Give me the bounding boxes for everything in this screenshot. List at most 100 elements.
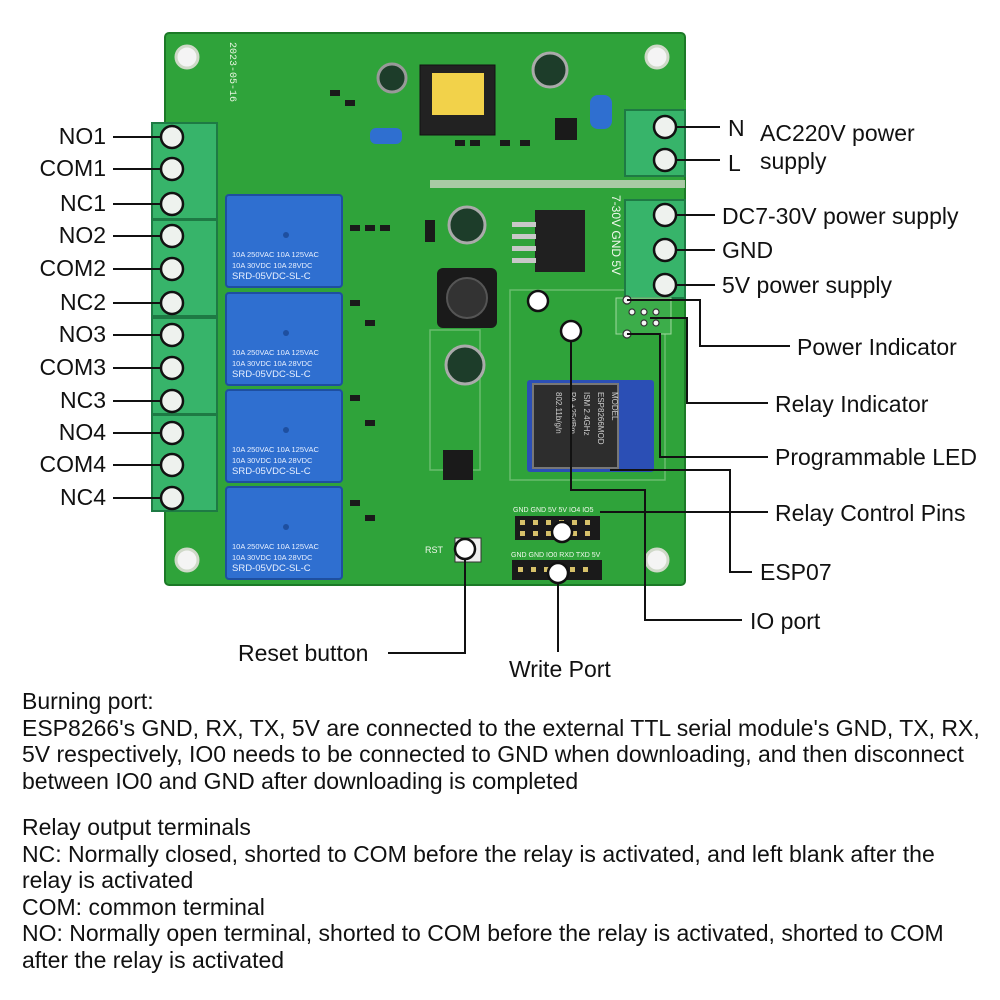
module-text-line: ISM 2.4GHz <box>582 392 591 436</box>
marker-write <box>546 561 570 585</box>
label-dc: DC7-30V power supply <box>722 203 959 229</box>
relay-body <box>225 486 343 580</box>
label-programmable-led: Programmable LED <box>775 444 977 470</box>
label-power-indicator: Power Indicator <box>797 334 957 360</box>
relay-mark <box>283 330 289 336</box>
label-reset-button: Reset button <box>238 640 369 666</box>
burning-port-body: ESP8266's GND, RX, TX, 5V are connected … <box>22 714 980 794</box>
relay-mark <box>283 427 289 433</box>
notes-section: Burning port: ESP8266's GND, RX, TX, 5V … <box>22 688 982 973</box>
label-relay-indicator: Relay Indicator <box>775 391 929 417</box>
relay-1: 10A 250VAC 10A 125VAC 10A 30VDC 10A 28VDC… <box>225 194 343 288</box>
marker-header <box>550 520 574 544</box>
label-nc3: NC3 <box>59 387 106 413</box>
label-com1: COM1 <box>39 155 106 181</box>
no-description: NO: Normally open terminal, shorted to C… <box>22 920 944 973</box>
relay-text: 10A 250VAC 10A 125VAC <box>232 348 319 357</box>
header-bottom-silk: GND GND IO0 RXD TXD 5V <box>511 552 601 559</box>
relay-text: 10A 250VAC 10A 125VAC <box>232 250 319 259</box>
isolation-slot <box>430 180 685 188</box>
inductor-core <box>446 277 488 319</box>
leader-power-indicator <box>627 299 790 347</box>
relay-mark <box>283 232 289 238</box>
screw-no1 <box>159 124 185 150</box>
relay-3: 10A 250VAC 10A 125VAC 10A 30VDC 10A 28VDC… <box>225 389 343 483</box>
header-top-silk: GND GND 5V 5V IO4 IO5 <box>513 507 594 514</box>
leader-esp07 <box>610 469 752 573</box>
screw-com4 <box>159 452 185 478</box>
header-pins <box>518 520 590 572</box>
esp-module-shield <box>532 383 619 469</box>
com-description: COM: common terminal <box>22 893 265 920</box>
burning-port-title: Burning port: <box>22 688 154 714</box>
rst-silk: RST <box>425 545 444 555</box>
capacitor-top-right <box>531 51 569 89</box>
label-nc4: NC4 <box>59 484 106 510</box>
regulator-pins <box>512 222 536 263</box>
vin-silk: 7-30V GND 5V <box>609 195 623 275</box>
marker-reset <box>453 537 477 561</box>
relay-text: 10A 30VDC 10A 28VDC <box>232 456 313 465</box>
marker-io-port <box>559 319 583 343</box>
label-no3: NO3 <box>58 321 106 347</box>
label-no2: NO2 <box>58 222 106 248</box>
label-ac-line1: AC220V power <box>760 120 915 146</box>
capacitor-low <box>444 344 486 386</box>
screw-no2 <box>159 223 185 249</box>
mounting-hole-tr <box>644 44 670 70</box>
marker-relay-pins <box>526 289 550 313</box>
leader-io-port <box>570 341 742 621</box>
screw-com3 <box>159 355 185 381</box>
left-leader-lines <box>113 136 161 499</box>
relay-terminals-title: Relay output terminals <box>22 814 251 840</box>
smd-parts <box>330 90 577 521</box>
label-com4: COM4 <box>39 451 106 477</box>
left-terminal-screws <box>159 124 185 511</box>
right-leader-lines <box>388 126 790 654</box>
relay-text: SRD-05VDC-SL-C <box>232 563 311 574</box>
screw-no3 <box>159 322 185 348</box>
label-5v: 5V power supply <box>722 272 893 298</box>
label-com3: COM3 <box>39 354 106 380</box>
label-write-port: Write Port <box>509 656 611 682</box>
label-io-port: IO port <box>750 608 821 634</box>
label-n: N <box>728 115 745 141</box>
screw-n <box>652 114 678 140</box>
leader-relay-indicator <box>650 317 768 404</box>
blue-capacitor-1 <box>370 128 402 144</box>
screw-no4 <box>159 420 185 446</box>
relay-body <box>225 292 343 386</box>
mounting-holes <box>174 44 670 573</box>
label-relay-control-pins: Relay Control Pins <box>775 500 966 526</box>
screw-com1 <box>159 156 185 182</box>
relay-text: 10A 250VAC 10A 125VAC <box>232 445 319 454</box>
relay-text: 10A 250VAC 10A 125VAC <box>232 542 319 551</box>
screw-nc2 <box>159 290 185 316</box>
relays: 10A 250VAC 10A 125VAC 10A 30VDC 10A 28VDC… <box>225 194 343 580</box>
screw-nc4 <box>159 485 185 511</box>
relay-text: 10A 30VDC 10A 28VDC <box>232 359 313 368</box>
date-silk: 2023-05-16 <box>226 42 237 102</box>
callout-markers <box>453 289 583 585</box>
label-ac-line2: supply <box>760 148 827 174</box>
relay-board-diagram: 2023-05-16 10A 250VAC 10A 125VAC 10A 30VD… <box>113 32 790 654</box>
relay-text: SRD-05VDC-SL-C <box>232 466 311 477</box>
screw-l <box>652 147 678 173</box>
relay-2: 10A 250VAC 10A 125VAC 10A 30VDC 10A 28VDC… <box>225 292 343 386</box>
leader-reset <box>388 559 466 654</box>
left-terminal-blocks <box>151 122 218 512</box>
leader-programmable-led <box>627 333 768 458</box>
label-no1: NO1 <box>58 123 106 149</box>
silk-outline <box>429 289 666 481</box>
transformer-core <box>432 73 484 115</box>
relay-text: 10A 30VDC 10A 28VDC <box>232 261 313 270</box>
relay-body <box>225 194 343 288</box>
capacitor-mid <box>447 205 487 245</box>
relay-text: SRD-05VDC-SL-C <box>232 369 311 380</box>
screw-com2 <box>159 256 185 282</box>
screw-nc1 <box>159 191 185 217</box>
mounting-hole-br <box>644 547 670 573</box>
label-no4: NO4 <box>58 419 106 445</box>
label-esp07: ESP07 <box>760 559 832 585</box>
